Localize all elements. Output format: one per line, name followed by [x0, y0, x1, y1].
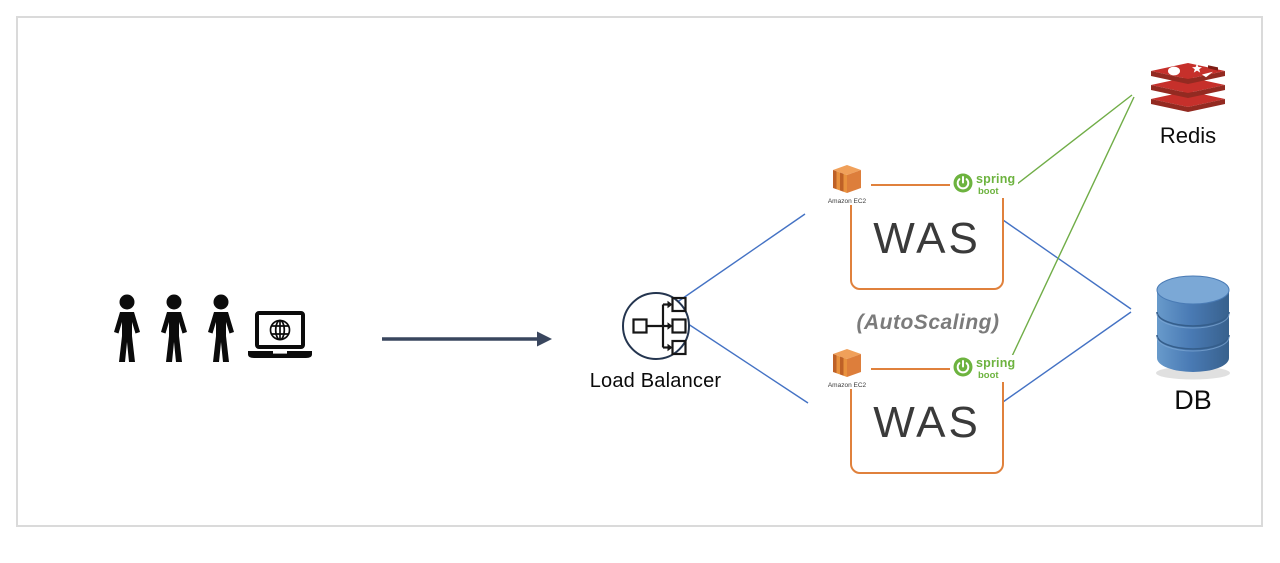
- autoscaling-label: (AutoScaling): [856, 311, 1000, 334]
- edge-was-top-to-db: [1002, 219, 1132, 310]
- amazon-ec2-icon: [833, 349, 861, 377]
- was-bottom-box: WAS: [850, 368, 1004, 474]
- spring-label-bottom: spring: [976, 356, 1016, 370]
- db-label: DB: [1174, 385, 1212, 415]
- redis-icon: [1151, 63, 1225, 112]
- spring-boot-logo-top: spring boot: [950, 171, 1019, 198]
- ec2-badge-bottom: Amazon EC2: [823, 346, 871, 389]
- person-icon: [161, 294, 187, 362]
- spring-boot-logo-bottom: spring boot: [950, 355, 1019, 382]
- users-group: [106, 294, 242, 364]
- laptop-icon: [247, 311, 313, 363]
- boot-label-top: boot: [978, 185, 999, 197]
- ec2-label-top: Amazon EC2: [827, 198, 867, 205]
- amazon-ec2-icon: [833, 165, 861, 193]
- spring-boot-icon: [953, 357, 973, 377]
- ec2-label-bottom: Amazon EC2: [827, 382, 867, 389]
- edge-lb-to-was-top: [672, 213, 806, 306]
- was-bottom-label: WAS: [873, 398, 981, 447]
- edge-was-top-to-redis: [1002, 94, 1133, 196]
- person-icon: [208, 294, 234, 362]
- diagram-frame: Load Balancer WAS Amazon EC2 spring boot: [16, 16, 1263, 527]
- person-icon: [114, 294, 140, 362]
- spring-boot-icon: [953, 173, 973, 193]
- ec2-badge-top: Amazon EC2: [823, 162, 871, 205]
- spring-label-top: spring: [976, 172, 1016, 186]
- redis-label: Redis: [1159, 123, 1217, 148]
- edge-was-bottom-to-redis: [997, 96, 1135, 387]
- flow-arrow: [382, 331, 552, 347]
- was-top-box: WAS: [850, 184, 1004, 290]
- load-balancer-icon: [622, 292, 690, 360]
- edge-was-bottom-to-db: [1002, 311, 1132, 403]
- boot-label-bottom: boot: [978, 369, 999, 381]
- database-icon: [1156, 275, 1230, 380]
- load-balancer-label: Load Balancer: [589, 370, 722, 392]
- was-top-label: WAS: [873, 214, 981, 263]
